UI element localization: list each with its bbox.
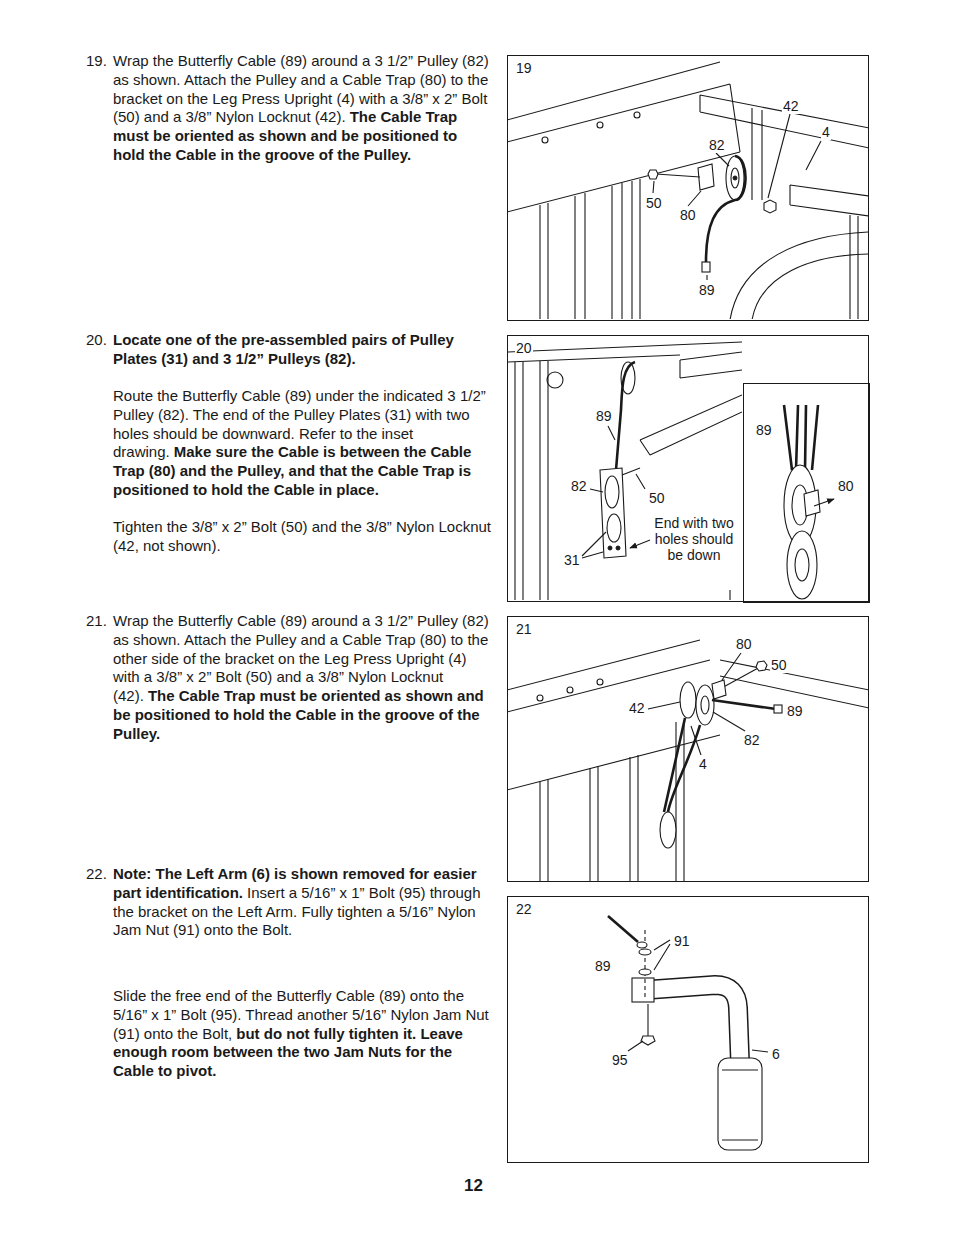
step-20-art (508, 342, 742, 600)
step-paragraph: Slide the free end of the Butterfly Cabl… (113, 987, 493, 1081)
note-text: End with two holes should be down (652, 515, 736, 563)
callout-number: 50 (648, 490, 666, 506)
callout-number: 82 (708, 137, 726, 153)
callout-number: 89 (755, 422, 773, 438)
callout-number: 4 (698, 756, 708, 772)
page-number: 12 (464, 1176, 483, 1196)
callout-number: 89 (594, 958, 612, 974)
callout-number: 89 (595, 408, 613, 424)
step-22-art (608, 916, 768, 1150)
step-number: 21 (515, 621, 533, 637)
callout-number: 50 (645, 195, 663, 211)
step-number: 19 (515, 60, 533, 76)
bold-instruction: Locate one of the pre-assembled pairs of… (113, 331, 454, 367)
callout-number: 80 (735, 636, 753, 652)
callout-number: 42 (782, 98, 800, 114)
callout-number: 89 (786, 703, 804, 719)
callout-number: 91 (673, 933, 691, 949)
callout-number: 4 (821, 124, 831, 140)
step-number: 19. (86, 52, 107, 71)
callout-number: 42 (628, 700, 646, 716)
callout-number: 82 (743, 732, 761, 748)
illustration-panel: 21 80 50 42 89 82 4 (507, 616, 869, 882)
callout-number: 80 (837, 478, 855, 494)
step-number: 20. (86, 331, 107, 350)
callout-number: 89 (698, 282, 716, 298)
step-paragraph: Wrap the Butterfly Cable (89) around a 3… (113, 612, 493, 744)
illustration-panel: 20 89 82 50 31 End with two holes should be d… (507, 335, 869, 602)
callout-number: 95 (611, 1052, 629, 1068)
step-paragraph: Tighten the 3/8” x 2” Bolt (50) and the … (113, 518, 493, 556)
step-19-art (508, 62, 868, 319)
step-number: 21. (86, 612, 107, 631)
instruction-text: Tighten the 3/8” x 2” Bolt (50) and the … (113, 518, 491, 554)
illustration-panel: 19 42 4 82 50 80 89 (507, 55, 869, 321)
callout-number: 80 (679, 207, 697, 223)
step-21-art (508, 640, 868, 881)
callout-number: 50 (770, 657, 788, 673)
illustration-panel: 22 91 89 95 6 (507, 896, 869, 1163)
callout-number: 6 (771, 1046, 781, 1062)
callout-number: 31 (563, 552, 581, 568)
step-paragraph: Locate one of the pre-assembled pairs of… (113, 331, 493, 369)
inset-panel: 89 80 (743, 383, 870, 603)
step-number: 22. (86, 865, 107, 884)
step-paragraph: Note: The Left Arm (6) is shown removed … (113, 865, 493, 940)
step-paragraph: Wrap the Butterfly Cable (89) around a 3… (113, 52, 493, 165)
bold-instruction: The Cable Trap must be oriented as shown… (113, 687, 484, 742)
step-paragraph: Route the Butterfly Cable (89) under the… (113, 387, 493, 500)
step-number: 20 (515, 340, 533, 356)
inset-art (784, 405, 834, 599)
step-number: 22 (515, 901, 533, 917)
callout-number: 82 (570, 478, 588, 494)
